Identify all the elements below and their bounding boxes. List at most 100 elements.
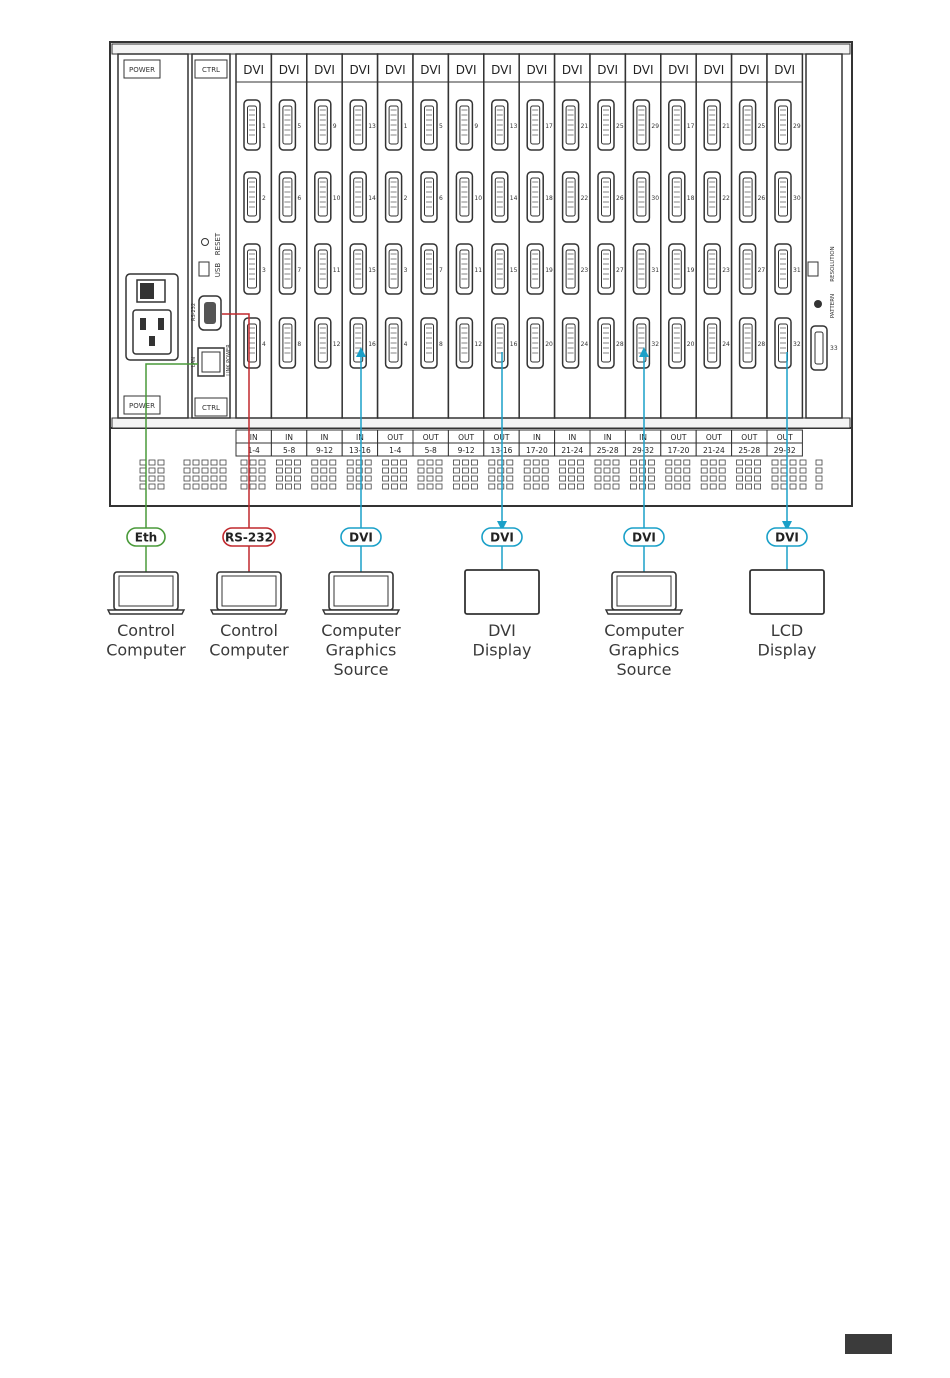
device-label-line: Display — [758, 641, 817, 660]
device-label-line: Computer — [106, 641, 186, 660]
dvi-port[interactable] — [278, 99, 297, 151]
port-number: 2 — [262, 195, 266, 202]
port-number: 4 — [262, 341, 266, 348]
port-number: 17 — [687, 123, 695, 130]
io-range: 21-24 — [703, 446, 725, 455]
dvi-port[interactable] — [526, 243, 544, 295]
dvi-port[interactable] — [314, 99, 332, 151]
dvi-port[interactable] — [420, 99, 438, 151]
dvi-port[interactable] — [738, 171, 757, 223]
dvi-port[interactable] — [278, 243, 297, 295]
dvi-port[interactable] — [384, 171, 403, 223]
dvi-port[interactable] — [243, 317, 261, 369]
dvi-port[interactable] — [738, 99, 757, 151]
dvi-port[interactable] — [526, 171, 544, 223]
dvi-port[interactable] — [243, 171, 261, 223]
dvi-port[interactable] — [491, 171, 509, 223]
dvi-port[interactable] — [491, 243, 509, 295]
dvi-port[interactable] — [314, 171, 332, 223]
dvi-port[interactable] — [632, 99, 651, 151]
dvi-port[interactable] — [384, 317, 403, 369]
dvi-port[interactable] — [774, 317, 792, 369]
dvi-port[interactable] — [278, 171, 297, 223]
dvi-port[interactable] — [597, 243, 615, 295]
dvi-port[interactable] — [278, 317, 297, 369]
port-number: 21 — [722, 123, 730, 130]
dvi-port[interactable] — [774, 243, 792, 295]
dvi-port[interactable] — [243, 99, 261, 151]
dvi-port[interactable] — [420, 317, 438, 369]
port-number: 7 — [297, 267, 301, 274]
dvi-port[interactable] — [597, 99, 615, 151]
dvi-port[interactable] — [349, 99, 367, 151]
dvi-port[interactable] — [668, 171, 686, 223]
dvi-port[interactable] — [349, 317, 367, 369]
dvi-port[interactable] — [774, 171, 792, 223]
dvi-port[interactable] — [668, 243, 686, 295]
dvi-port[interactable] — [561, 317, 580, 369]
usb-port[interactable] — [198, 261, 210, 277]
dvi-port[interactable] — [703, 243, 721, 295]
dvi-port[interactable] — [420, 243, 438, 295]
dvi-port[interactable] — [314, 243, 332, 295]
port-number: 2 — [404, 195, 408, 202]
dvi-port[interactable] — [703, 317, 721, 369]
dvi-port[interactable] — [561, 171, 580, 223]
dvi-port[interactable] — [384, 99, 403, 151]
dvi-port[interactable] — [314, 317, 332, 369]
port-number: 19 — [687, 267, 695, 274]
cable-type: DVI — [632, 531, 656, 545]
port-number: 29 — [793, 123, 801, 130]
dvi-port[interactable] — [597, 171, 615, 223]
resolution-switch[interactable] — [807, 261, 819, 277]
dvi-port[interactable] — [561, 99, 580, 151]
dvi-port[interactable] — [455, 317, 474, 369]
port-number: 16 — [368, 341, 376, 348]
io-direction: IN — [533, 433, 541, 442]
monitor-icon — [464, 569, 540, 615]
dvi-port[interactable] — [668, 99, 686, 151]
pattern-button[interactable] — [814, 300, 822, 308]
page-tab — [845, 1334, 892, 1354]
laptop-icon — [321, 571, 401, 615]
port-number: 23 — [722, 267, 730, 274]
port-number: 11 — [474, 267, 482, 274]
dvi-port[interactable] — [632, 171, 651, 223]
dvi-port[interactable] — [526, 99, 544, 151]
dvi-port[interactable] — [703, 99, 721, 151]
power-module: POWER POWER — [117, 53, 189, 419]
dvi-port[interactable] — [420, 171, 438, 223]
slot-label: DVI — [279, 63, 300, 77]
dvi-port[interactable] — [491, 99, 509, 151]
dvi-port[interactable] — [349, 243, 367, 295]
dvi-port[interactable] — [738, 317, 757, 369]
dvi-port[interactable] — [561, 243, 580, 295]
dvi-port[interactable] — [597, 317, 615, 369]
dvi-port[interactable] — [738, 243, 757, 295]
io-range: 29-32 — [632, 446, 654, 455]
port-number: 29 — [651, 123, 659, 130]
dvi-port[interactable] — [632, 243, 651, 295]
reset-button[interactable] — [201, 238, 209, 246]
dvi-port[interactable] — [384, 243, 403, 295]
dvi-port[interactable] — [632, 317, 651, 369]
dvi-port[interactable] — [491, 317, 509, 369]
dvi-port[interactable] — [455, 171, 474, 223]
dvi-port[interactable] — [703, 171, 721, 223]
dvi-port[interactable] — [455, 243, 474, 295]
dvi-port[interactable] — [668, 317, 686, 369]
port-number: 3 — [404, 267, 408, 274]
dvi-port[interactable] — [349, 171, 367, 223]
dvi-port[interactable] — [455, 99, 474, 151]
cable-type: RS-232 — [225, 531, 273, 545]
dvi-port[interactable] — [526, 317, 544, 369]
dvi-port[interactable] — [243, 243, 261, 295]
device-label-line: Graphics — [326, 641, 397, 660]
link-power-label: LINK POWER — [226, 344, 232, 376]
dvi-port[interactable] — [774, 99, 792, 151]
